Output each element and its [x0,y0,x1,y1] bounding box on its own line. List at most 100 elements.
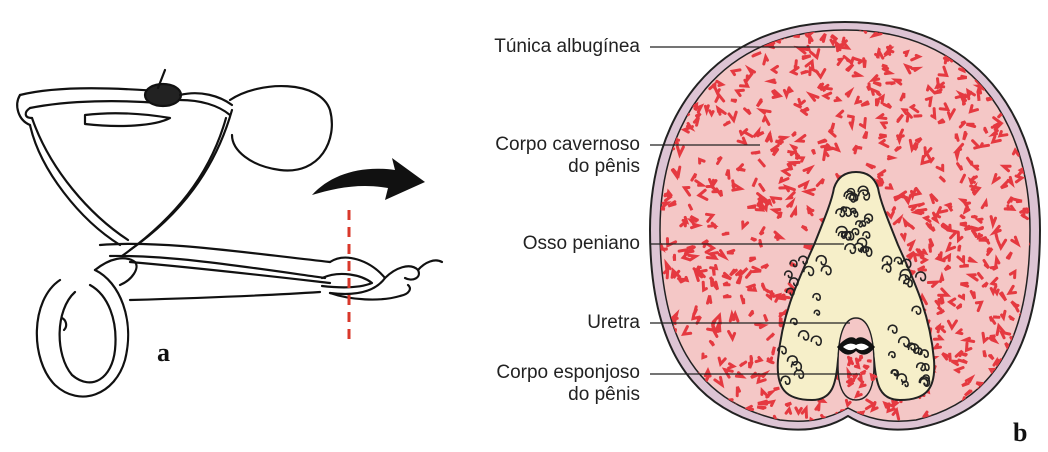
tissue-strand [1017,54,1023,62]
tissue-strand [810,36,813,43]
tissue-strand [821,87,827,89]
tissue-strand [1022,65,1027,70]
tissue-strand [878,93,881,96]
tissue-strand [696,422,703,427]
tissue-strand [959,295,963,298]
tissue-strand [654,409,662,412]
tissue-strand [1033,107,1035,110]
tissue-strand [1030,55,1033,58]
tissue-strand [770,80,775,83]
tissue-strand [738,169,746,171]
tissue-strand [1024,109,1031,115]
label-osso-peniano: Osso peniano [523,233,640,255]
tissue-strand [801,72,808,74]
tissue-strand [670,385,675,390]
tissue-strand [1019,27,1022,35]
tissue-strand [760,24,766,32]
tissue-strand [1008,67,1015,74]
penis-side-view-drawing [17,70,442,397]
tissue-strand [851,381,854,384]
tissue-strand [659,100,662,108]
tissue-strand [902,234,906,238]
tissue-strand [965,209,969,212]
tissue-strand [674,255,675,261]
tissue-strand [966,124,974,126]
tissue-strand [654,34,662,42]
tissue-strand [964,412,968,420]
tissue-strand [876,100,878,106]
tissue-strand [963,25,970,29]
cross-section [650,20,1042,432]
tissue-strand [653,393,658,400]
tissue-strand [1018,40,1021,46]
tissue-strand [662,363,669,371]
tissue-strand [695,37,703,42]
tissue-strand [687,61,690,68]
tissue-strand [683,388,687,396]
tissue-strand [696,42,700,46]
tissue-strand [718,421,725,424]
tissue-strand [651,33,658,37]
tissue-strand [697,393,703,399]
tissue-strand [1021,106,1028,113]
tissue-strand [952,36,958,42]
tissue-strand [696,71,703,77]
tissue-strand [761,25,767,30]
tissue-strand [992,338,996,341]
tissue-strand [972,187,975,193]
tissue-strand [680,30,687,33]
tissue-strand [737,420,743,421]
tissue-strand [680,59,687,67]
tissue-strand [677,408,684,415]
tissue-strand [1016,40,1022,47]
tissue-strand [960,215,964,218]
tissue-strand [880,135,887,138]
tissue-strand [732,38,737,45]
tissue-strand [708,296,711,304]
tissue-strand [864,366,869,369]
tissue-strand [1020,36,1026,39]
tissue-strand [655,67,664,68]
tissue-strand [985,71,989,74]
tissue-strand [945,266,950,270]
tissue-strand [1034,106,1040,111]
tissue-strand [980,50,984,53]
tissue-strand [793,147,797,150]
tissue-strand [751,238,755,240]
tissue-strand [1033,40,1041,45]
tissue-strand [868,84,870,91]
label-tunica-albuginea: Túnica albugínea [494,36,640,58]
tissue-strand [984,350,986,356]
tissue-strand [739,31,746,34]
tissue-strand [994,420,999,426]
panel-letter-b: b [1013,418,1027,448]
tissue-strand [991,267,997,269]
tissue-strand [991,28,992,35]
tissue-strand [684,399,689,406]
tissue-strand [936,300,939,305]
tissue-strand [916,138,921,141]
tissue-strand [685,396,692,401]
curved-arrow-icon [312,158,425,200]
tissue-strand [686,65,693,67]
tissue-strand [795,61,796,70]
tissue-strand [904,52,907,56]
tissue-strand [978,219,982,222]
tissue-strand [697,114,701,118]
tissue-strand [1028,103,1033,107]
tissue-strand [705,106,708,111]
tissue-strand [777,236,779,241]
label-corpo-esponjoso: Corpo esponjoso do pênis [496,362,640,406]
tissue-strand [847,116,853,117]
tissue-strand [1003,60,1005,65]
tissue-strand [727,250,734,253]
tissue-strand [659,121,665,127]
tissue-strand [725,37,730,38]
tissue-strand [674,62,678,68]
tissue-strand [732,27,738,30]
tissue-strand [1002,406,1010,411]
tissue-strand [962,384,968,386]
tissue-strand [683,396,688,401]
tissue-strand [959,246,960,251]
